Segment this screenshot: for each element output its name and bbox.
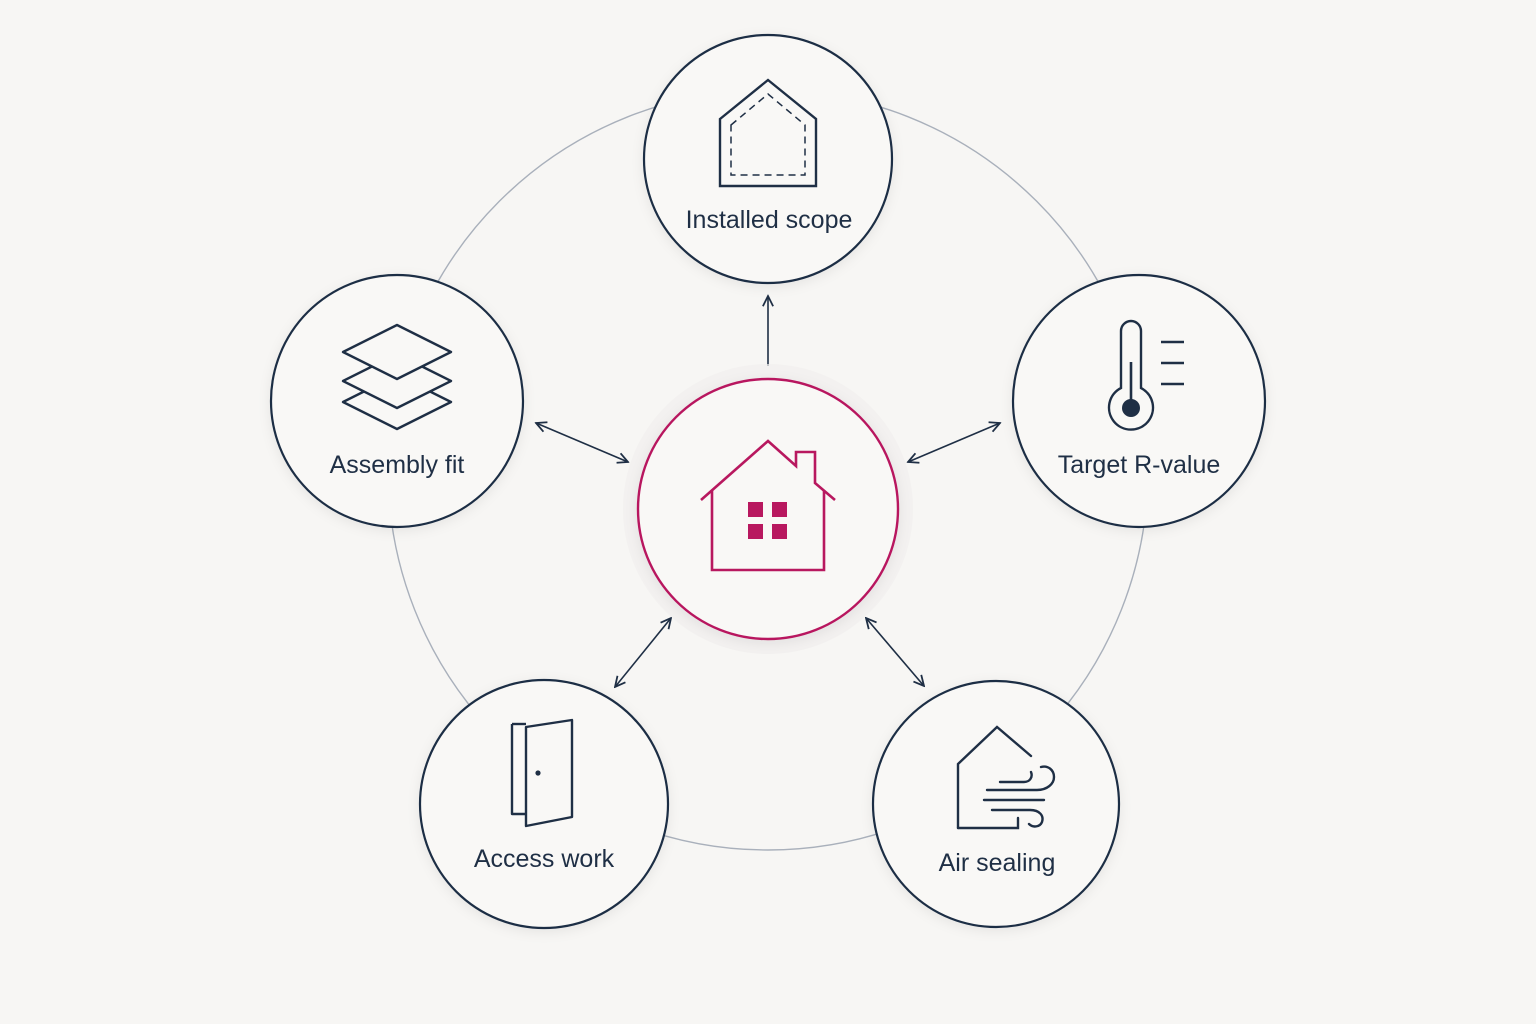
center-hub xyxy=(623,364,913,654)
node-label-air-sealing: Air sealing xyxy=(939,849,1056,877)
node-label-assembly-fit: Assembly fit xyxy=(330,451,465,479)
thermometer-icon xyxy=(1107,319,1184,431)
open-door-icon xyxy=(510,718,574,828)
house-outline-dashed-icon xyxy=(718,78,818,188)
stacked-layers-icon xyxy=(341,323,453,431)
arrow-to-access-work xyxy=(615,618,671,687)
house-with-window-icon xyxy=(700,439,836,572)
node-air-sealing: Air sealing xyxy=(871,679,1121,929)
node-label-target-r-value: Target R-value xyxy=(1058,451,1221,479)
spoke-arrows xyxy=(536,296,1000,687)
house-wind-icon xyxy=(956,725,1056,830)
node-installed-scope: Installed scope xyxy=(642,33,894,285)
node-assembly-fit: Assembly fit xyxy=(269,273,525,529)
arrow-to-air-sealing xyxy=(866,618,924,686)
node-label-access-work: Access work xyxy=(474,845,615,873)
node-access-work: Access work xyxy=(418,678,670,930)
arrow-to-assembly-fit xyxy=(536,423,628,462)
node-target-r-value: Target R-value xyxy=(1011,273,1267,529)
arrow-to-target-r-value xyxy=(908,423,1000,462)
node-label-installed-scope: Installed scope xyxy=(686,206,853,234)
